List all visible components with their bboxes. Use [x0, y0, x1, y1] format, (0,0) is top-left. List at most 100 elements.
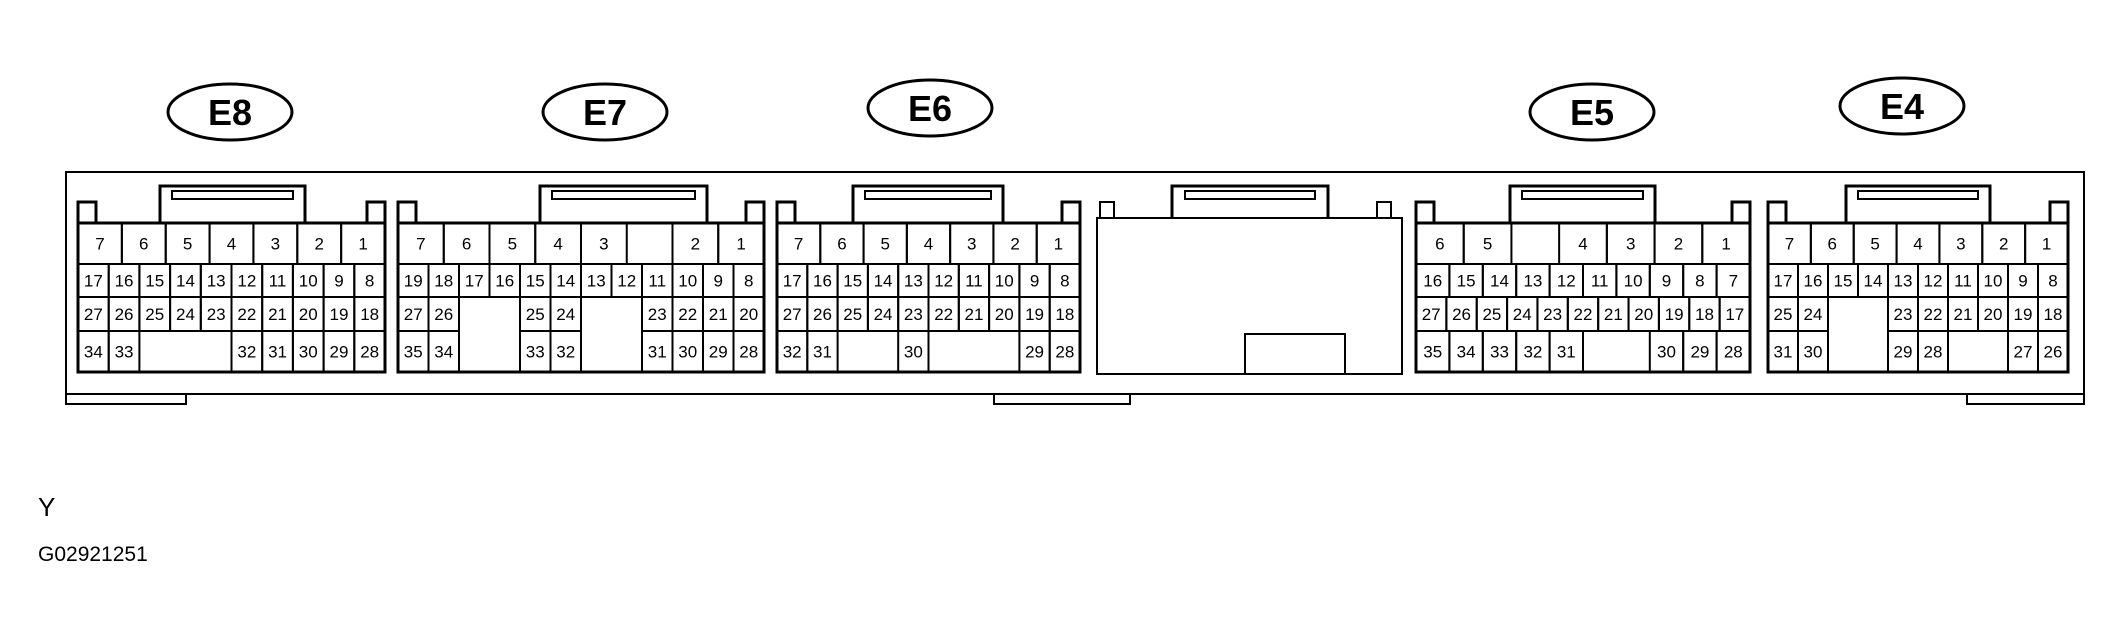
guide-ear: [365, 200, 387, 223]
figure-id: G02921251: [38, 543, 148, 566]
pin-number: 15: [1457, 272, 1476, 291]
pin-cell: [897, 330, 930, 373]
latch-slot: [171, 190, 294, 200]
pin-cell: [107, 330, 141, 373]
center-housing-notch: [1244, 333, 1346, 374]
center-housing-latch: [1170, 184, 1330, 218]
pin-number: 12: [1557, 272, 1576, 291]
pin-number: 1: [1054, 235, 1063, 254]
connector-label: E6: [908, 88, 952, 129]
pin-number: 11: [965, 272, 983, 291]
pin-number: 2: [1999, 235, 2008, 254]
guide-ear: [744, 200, 766, 223]
pin-number: 21: [1954, 305, 1973, 324]
pin-number: 3: [1626, 235, 1635, 254]
pin-number: 21: [1604, 305, 1623, 324]
pin-number: 1: [736, 235, 745, 254]
pin-number: 33: [115, 343, 134, 362]
pin-number: 20: [1634, 305, 1653, 324]
pin-cell: [2037, 330, 2069, 373]
center-latch-slot: [1184, 190, 1316, 200]
pin-cell: [549, 330, 582, 373]
pin-number: 3: [271, 235, 280, 254]
pin-number: 22: [1924, 305, 1943, 324]
pin-number: 25: [145, 305, 164, 324]
pin-number: 31: [648, 343, 667, 362]
pin-number: 11: [269, 272, 287, 291]
pin-number: 4: [1578, 235, 1587, 254]
pin-number: 18: [2044, 305, 2063, 324]
pin-number: 10: [1624, 272, 1643, 291]
pin-number: 25: [1774, 305, 1793, 324]
pin-number: 19: [404, 272, 423, 291]
pin-number: 31: [813, 343, 832, 362]
pin-cell: [1715, 330, 1751, 373]
pin-number: 23: [207, 305, 226, 324]
connector-label-ellipse: [166, 82, 294, 142]
pin-number: 13: [1523, 272, 1542, 291]
pin-number: 9: [714, 272, 723, 291]
pin-number: 7: [794, 235, 803, 254]
pin-number: 24: [1513, 305, 1532, 324]
latch-slot: [1521, 190, 1644, 200]
pin-number: 12: [934, 272, 953, 291]
pin-number: 13: [207, 272, 226, 291]
pin-number: 14: [1864, 272, 1883, 291]
pin-number: 20: [1984, 305, 2003, 324]
pin-cell: [1548, 330, 1584, 373]
pin-number: 5: [1483, 235, 1492, 254]
pin-number: 24: [556, 305, 575, 324]
pin-number: 18: [1055, 305, 1074, 324]
pin-cell: [1917, 330, 1949, 373]
pin-number: 28: [360, 343, 379, 362]
pin-number: 8: [365, 272, 374, 291]
pin-number: 26: [1452, 305, 1471, 324]
pin-number: 7: [1729, 272, 1738, 291]
pin-number: 24: [874, 305, 893, 324]
connector-latch: [851, 184, 1005, 223]
pin-number: 31: [268, 343, 287, 362]
pin-number: 5: [880, 235, 889, 254]
pin-number: 34: [84, 343, 103, 362]
pin-number: 30: [904, 343, 923, 362]
pin-number: 10: [995, 272, 1014, 291]
housing-outline: [65, 171, 2085, 395]
center-housing-body: [1096, 217, 1403, 375]
pin-number: 22: [237, 305, 256, 324]
pin-number: 14: [556, 272, 575, 291]
pin-number: 4: [1913, 235, 1922, 254]
view-letter: Y: [38, 492, 56, 522]
pin-number: 4: [553, 235, 562, 254]
pin-number: 14: [1490, 272, 1509, 291]
pin-number: 32: [556, 343, 575, 362]
pin-number: 17: [84, 272, 103, 291]
ecu-housing: [65, 171, 2085, 405]
pin-number: 17: [1774, 272, 1793, 291]
pin-number: 9: [334, 272, 343, 291]
pin-number: 29: [1025, 343, 1044, 362]
connector-label: E8: [208, 92, 252, 133]
pin-number: 11: [1954, 272, 1972, 291]
mounting-tab: [65, 394, 187, 405]
connector-latch: [538, 184, 709, 223]
mounting-tab: [993, 394, 1131, 405]
pin-number: 8: [2048, 272, 2057, 291]
center-housing: [1096, 184, 1403, 375]
pin-number: 9: [1662, 272, 1671, 291]
pin-cell: [732, 330, 765, 373]
pin-number: 27: [404, 305, 423, 324]
connector-label-ellipse: [541, 82, 669, 142]
pin-number: 25: [843, 305, 862, 324]
pin-number: 30: [1804, 343, 1823, 362]
pin-number: 16: [495, 272, 514, 291]
pin-number: 10: [1984, 272, 2003, 291]
pin-number: 29: [329, 343, 348, 362]
latch-slot: [864, 190, 992, 200]
guide-ear: [1730, 200, 1752, 223]
pin-number: 26: [115, 305, 134, 324]
